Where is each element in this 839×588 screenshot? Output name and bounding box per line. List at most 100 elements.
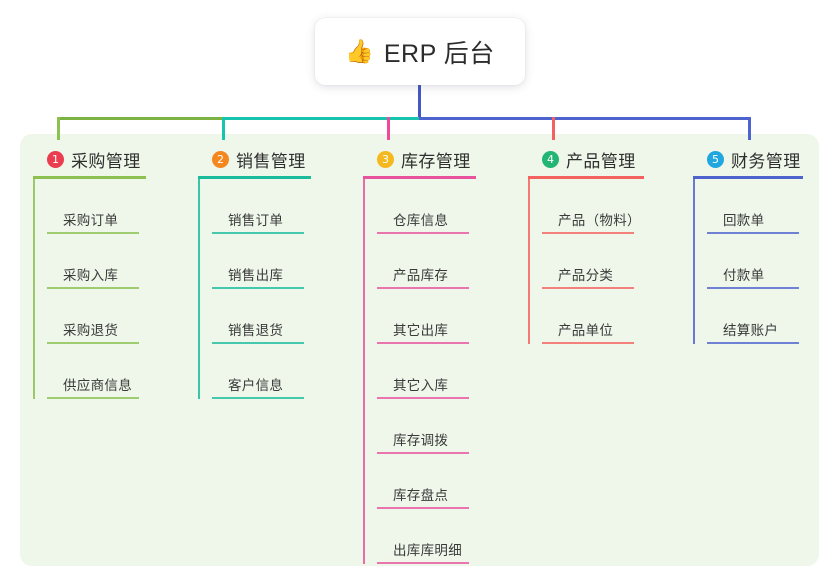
menu-item[interactable]: 产品单位 <box>542 289 646 344</box>
column-header-3[interactable]: 3 库存管理 <box>363 146 478 172</box>
menu-item-rule <box>542 342 634 344</box>
column-body-2: 销售订单销售出库销售退货客户信息 <box>198 179 313 399</box>
menu-item-label: 销售出库 <box>228 268 284 283</box>
column-badge-4: 4 <box>542 150 559 168</box>
menu-item-label: 产品分类 <box>558 268 614 283</box>
column-badge-2: 2 <box>212 150 229 168</box>
menu-item-rule <box>542 287 634 289</box>
column-spine-4 <box>528 179 530 344</box>
column-1: 1 采购管理采购订单采购入库采购退货供应商信息 <box>33 146 148 399</box>
menu-item-rule <box>377 397 469 399</box>
menu-item-rule <box>47 342 139 344</box>
menu-item-label: 产品单位 <box>558 323 614 338</box>
menu-item[interactable]: 采购入库 <box>47 234 148 289</box>
menu-item-label: 库存盘点 <box>393 488 449 503</box>
column-rule-5 <box>693 176 803 179</box>
menu-item-rule <box>542 232 634 234</box>
menu-item-rule <box>47 232 139 234</box>
menu-item-label: 采购入库 <box>63 268 119 283</box>
menu-item[interactable]: 仓库信息 <box>377 179 478 234</box>
column-4: 4 产品管理产品（物料） 产品分类产品单位 <box>528 146 646 344</box>
menu-item-rule <box>212 342 304 344</box>
menu-item[interactable]: 产品分类 <box>542 234 646 289</box>
column-title-4: 产品管理 <box>566 151 636 171</box>
menu-item[interactable]: 客户信息 <box>212 344 313 399</box>
connector-drop-2 <box>222 117 225 140</box>
menu-item-label: 库存调拨 <box>393 433 449 448</box>
menu-item-label: 采购订单 <box>63 213 119 228</box>
menu-item-label: 产品库存 <box>393 268 449 283</box>
menu-item-rule <box>47 287 139 289</box>
menu-item-label: 付款单 <box>723 268 765 283</box>
column-header-1[interactable]: 1 采购管理 <box>33 146 148 172</box>
diagram-panel <box>20 134 819 566</box>
column-title-1: 采购管理 <box>71 151 141 171</box>
menu-item-label: 销售退货 <box>228 323 284 338</box>
menu-item-rule <box>377 562 469 564</box>
column-spine-1 <box>33 179 35 399</box>
menu-item-label: 结算账户 <box>723 323 779 338</box>
root-node-card[interactable]: 👍 ERP 后台 <box>315 18 525 85</box>
column-badge-5: 5 <box>707 150 724 168</box>
menu-item[interactable]: 库存调拨 <box>377 399 478 454</box>
menu-item[interactable]: 采购订单 <box>47 179 148 234</box>
column-body-1: 采购订单采购入库采购退货供应商信息 <box>33 179 148 399</box>
menu-item[interactable]: 其它入库 <box>377 344 478 399</box>
menu-item-rule <box>212 287 304 289</box>
column-title-2: 销售管理 <box>236 151 306 171</box>
thumbs-up-icon: 👍 <box>345 38 374 64</box>
connector-bus-right <box>419 117 750 120</box>
column-rule-3 <box>363 176 476 179</box>
menu-item-rule <box>212 397 304 399</box>
column-badge-1: 1 <box>47 150 64 168</box>
menu-item[interactable]: 销售出库 <box>212 234 313 289</box>
menu-item[interactable]: 供应商信息 <box>47 344 148 399</box>
column-title-3: 库存管理 <box>401 151 471 171</box>
connector-drop-4 <box>552 117 555 140</box>
menu-item[interactable]: 回款单 <box>707 179 805 234</box>
menu-item[interactable]: 产品库存 <box>377 234 478 289</box>
column-body-4: 产品（物料） 产品分类产品单位 <box>528 179 646 344</box>
column-body-3: 仓库信息产品库存其它出库其它入库库存调拨库存盘点出库库明细 <box>363 179 478 564</box>
connector-drop-1 <box>57 117 60 140</box>
menu-item[interactable]: 采购退货 <box>47 289 148 344</box>
menu-item-label: 供应商信息 <box>63 378 132 393</box>
menu-item[interactable]: 产品（物料） <box>542 179 646 234</box>
menu-item-label: 销售订单 <box>228 213 284 228</box>
menu-item-label: 其它入库 <box>393 378 449 393</box>
root-node-title: ERP 后台 <box>383 39 495 68</box>
column-header-2[interactable]: 2 销售管理 <box>198 146 313 172</box>
connector-bus-left <box>57 117 224 120</box>
connector-drop-5 <box>748 117 751 140</box>
menu-item[interactable]: 出库库明细 <box>377 509 478 564</box>
column-spine-3 <box>363 179 365 564</box>
column-3: 3 库存管理仓库信息产品库存其它出库其它入库库存调拨库存盘点出库库明细 <box>363 146 478 564</box>
column-2: 2 销售管理销售订单销售出库销售退货客户信息 <box>198 146 313 399</box>
column-header-4[interactable]: 4 产品管理 <box>528 146 646 172</box>
menu-item-rule <box>377 232 469 234</box>
menu-item-label: 客户信息 <box>228 378 284 393</box>
menu-item-rule <box>47 397 139 399</box>
menu-item-label: 其它出库 <box>393 323 449 338</box>
connector-stem <box>418 85 421 120</box>
column-body-5: 回款单付款单结算账户 <box>693 179 805 344</box>
menu-item-label: 回款单 <box>723 213 765 228</box>
menu-item-rule <box>707 232 799 234</box>
connector-bus-mid <box>222 117 421 120</box>
menu-item[interactable]: 销售退货 <box>212 289 313 344</box>
menu-item-label: 产品（物料） <box>558 213 641 228</box>
menu-item-rule <box>707 287 799 289</box>
menu-item[interactable]: 库存盘点 <box>377 454 478 509</box>
menu-item[interactable]: 其它出库 <box>377 289 478 344</box>
menu-item-rule <box>377 342 469 344</box>
column-spine-2 <box>198 179 200 399</box>
column-badge-3: 3 <box>377 150 394 168</box>
menu-item-label: 仓库信息 <box>393 213 449 228</box>
column-rule-1 <box>33 176 146 179</box>
menu-item[interactable]: 付款单 <box>707 234 805 289</box>
menu-item[interactable]: 结算账户 <box>707 289 805 344</box>
menu-item[interactable]: 销售订单 <box>212 179 313 234</box>
menu-item-rule <box>377 452 469 454</box>
